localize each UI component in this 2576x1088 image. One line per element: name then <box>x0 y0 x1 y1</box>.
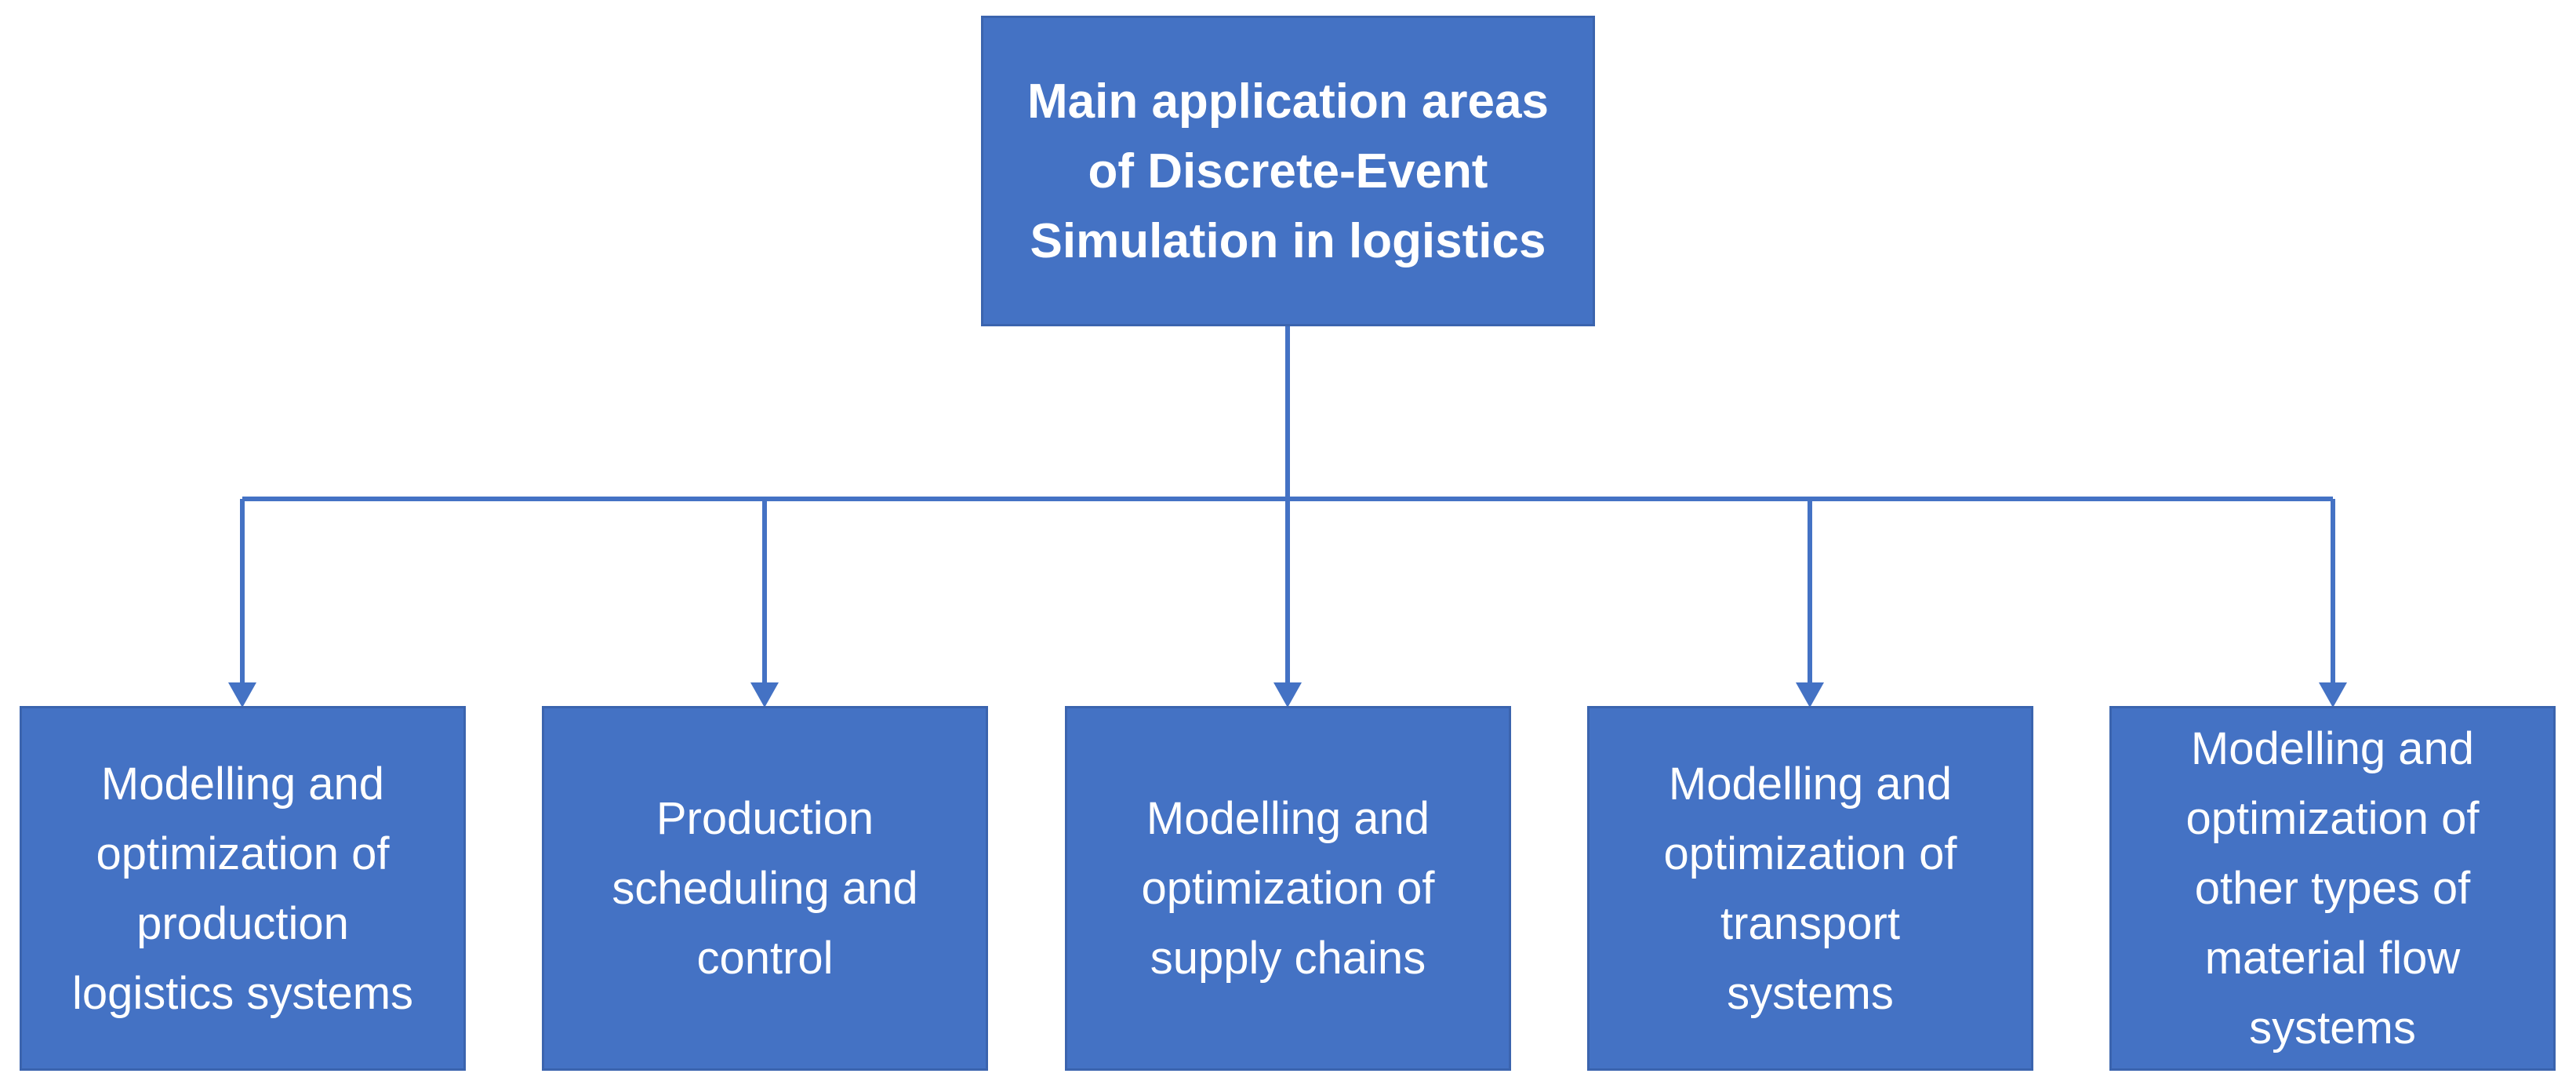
child-node-transport-systems: Modelling and optimization of transport … <box>1587 706 2033 1071</box>
child-node-label: Modelling and optimization of transport … <box>1663 758 1957 1019</box>
child-node-production-scheduling: Production scheduling and control <box>542 706 988 1071</box>
arrowhead-2 <box>750 682 779 708</box>
child-node-label: Modelling and optimization of supply cha… <box>1141 793 1435 984</box>
root-node: Main application areas of Discrete-Event… <box>981 16 1595 326</box>
child-node-supply-chains: Modelling and optimization of supply cha… <box>1065 706 1511 1071</box>
arrowhead-4 <box>1796 682 1824 708</box>
root-node-label: Main application areas of Discrete-Event… <box>1027 74 1549 268</box>
child-node-label: Production scheduling and control <box>612 793 918 984</box>
arrowhead-1 <box>228 682 256 708</box>
arrowhead-3 <box>1273 682 1302 708</box>
child-node-label: Modelling and optimization of other type… <box>2185 723 2480 1053</box>
child-node-material-flow-systems: Modelling and optimization of other type… <box>2109 706 2556 1071</box>
child-node-production-logistics: Modelling and optimization of production… <box>20 706 466 1071</box>
arrowhead-5 <box>2319 682 2347 708</box>
child-node-label: Modelling and optimization of production… <box>71 758 414 1019</box>
